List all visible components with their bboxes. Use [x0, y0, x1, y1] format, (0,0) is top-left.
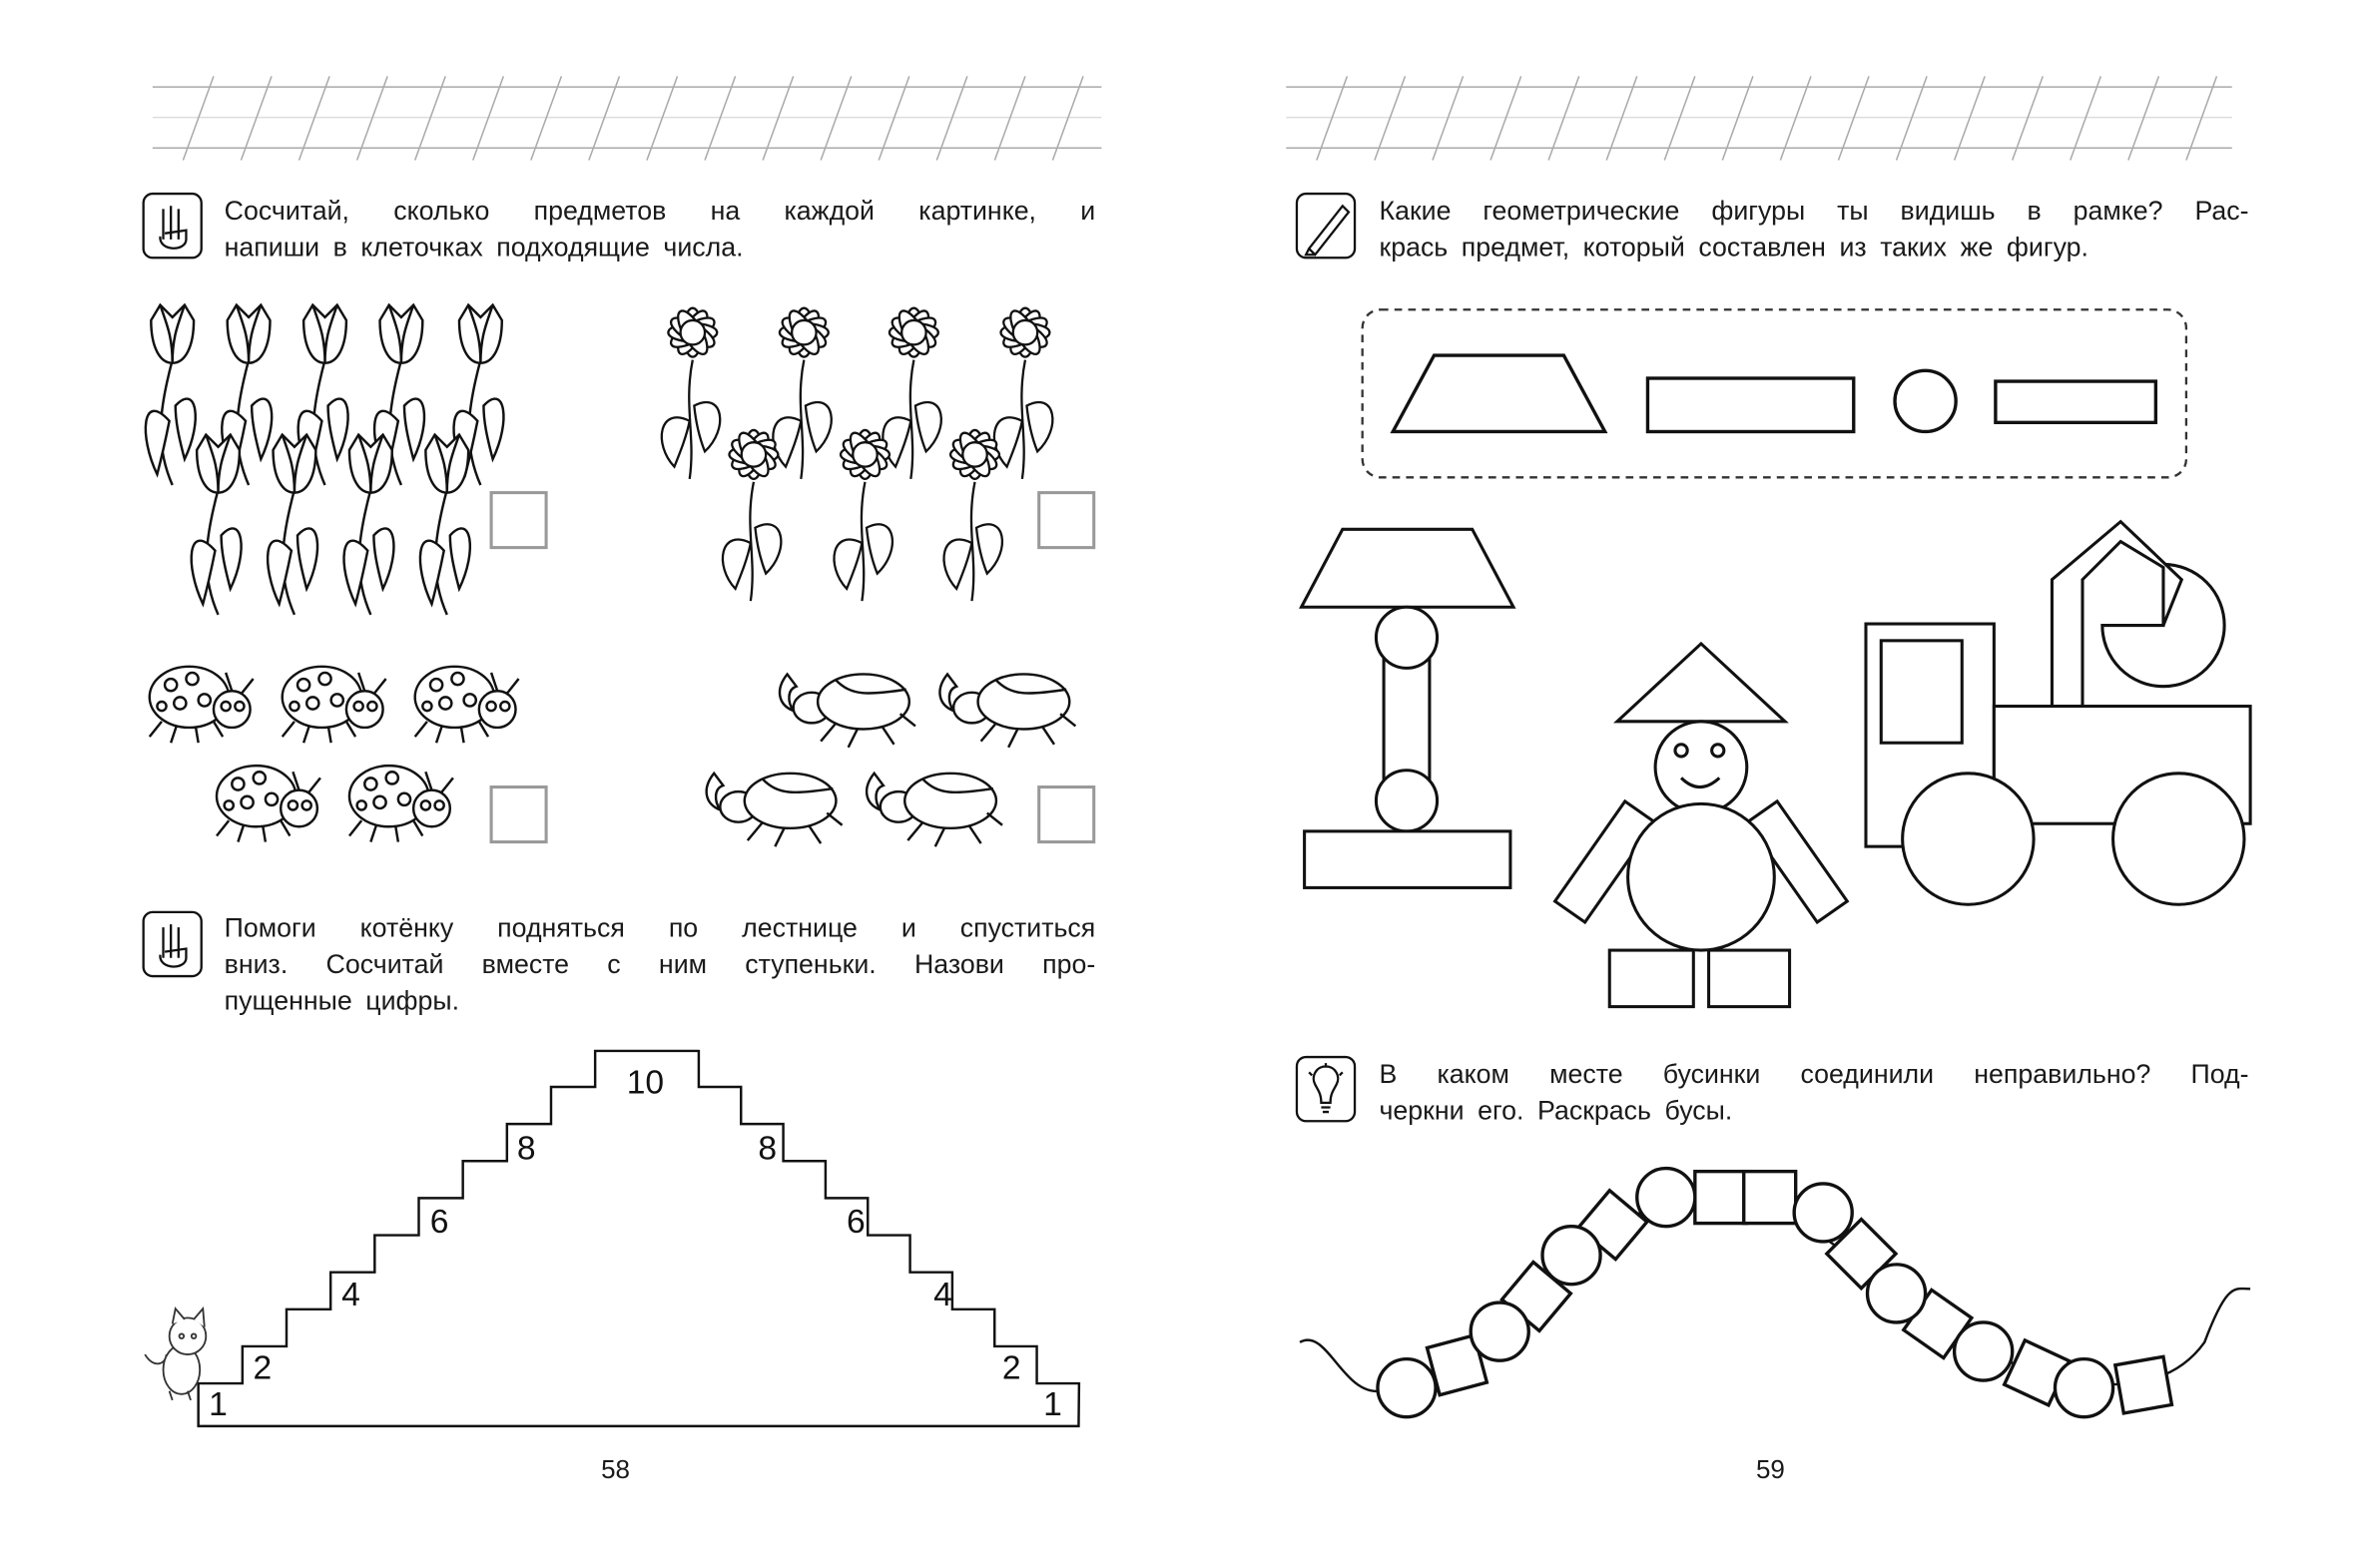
stair-number: 6: [430, 1204, 449, 1241]
daisy-illustration: [660, 305, 722, 481]
task-shapes-instructions: Какие геометрические фигуры ты видишь в …: [1379, 193, 2248, 265]
square-bead: [2112, 1354, 2174, 1415]
instruction-line: вниз. Сосчитай вместе с ним ступеньки. Н…: [224, 948, 1096, 980]
stair-number: 1: [1043, 1386, 1062, 1423]
instruction-line: пущенные цифры.: [224, 985, 460, 1016]
stair-number: 2: [253, 1349, 272, 1386]
beetle-illustration: [705, 772, 844, 848]
task-staircase-instructions: Помоги котёнку подняться по лестнице и с…: [225, 909, 1096, 1019]
bead-necklace[interactable]: [1299, 1166, 2251, 1419]
tulip-group: [144, 303, 505, 617]
ladybug-illustration: [347, 764, 455, 843]
instruction-line: черкни его. Раскрась бусы.: [1379, 1095, 1733, 1126]
stair-number: 6: [847, 1204, 866, 1241]
counting-hand-icon: [142, 910, 203, 978]
lightbulb-icon: [1295, 1055, 1357, 1123]
answer-box-tulips[interactable]: [489, 491, 548, 550]
stair-number: 8: [758, 1130, 777, 1167]
daisy-illustration: [721, 427, 783, 603]
instruction-line: Помоги котёнку подняться по лестнице и с…: [224, 911, 1096, 943]
beetle-illustration: [865, 772, 1004, 848]
square-bead: [1742, 1169, 1798, 1226]
instruction-line: В каком месте бусинки соединили неправил…: [1379, 1058, 2249, 1090]
ladybug-illustration: [413, 665, 520, 745]
stair-number: 2: [1002, 1349, 1021, 1386]
beetle-illustration: [938, 673, 1077, 750]
left-header-ruling: [152, 76, 1102, 161]
snowman-figure[interactable]: [1552, 641, 1850, 1009]
square-bead: [1425, 1332, 1489, 1397]
truck-figure[interactable]: [1864, 519, 2252, 906]
ladybug-group: [148, 665, 520, 843]
stair-number: 10: [627, 1065, 664, 1102]
round-bead: [2053, 1356, 2115, 1419]
stair-number: 1: [209, 1386, 228, 1423]
frame-rectangle-large: [1645, 376, 1856, 434]
answer-box-ladybugs[interactable]: [489, 785, 548, 844]
round-bead: [1469, 1301, 1530, 1362]
ladybug-illustration: [215, 764, 322, 843]
pencil-icon: [1295, 192, 1357, 260]
page-number-left: 58: [601, 1454, 631, 1484]
round-bead: [1952, 1320, 2015, 1382]
instruction-line: Какие геометрические фигуры ты видишь в …: [1379, 195, 2249, 227]
frame-circle: [1893, 368, 1958, 434]
staircase: [197, 1049, 1081, 1428]
daisy-illustration: [833, 427, 894, 603]
page-number-right: 59: [1755, 1454, 1785, 1484]
round-bead: [1635, 1166, 1697, 1229]
answer-box-daisies[interactable]: [1037, 491, 1096, 550]
stair-number: 8: [517, 1130, 536, 1167]
tulip-illustration: [266, 433, 319, 617]
tulip-illustration: [342, 433, 395, 617]
round-bead: [1376, 1356, 1438, 1419]
frame-rectangle-small: [1994, 379, 2158, 424]
instruction-line: крась предмет, который составлен из таки…: [1379, 232, 2088, 262]
lamp-figure[interactable]: [1299, 527, 1516, 889]
stair-number: 4: [933, 1277, 952, 1313]
daisy-illustration: [942, 427, 1004, 603]
ladybug-illustration: [148, 665, 255, 745]
round-bead: [1540, 1224, 1602, 1287]
tulip-illustration: [418, 433, 472, 617]
tulip-illustration: [190, 433, 243, 617]
frame-trapezoid: [1390, 353, 1608, 434]
daisy-illustration: [882, 305, 942, 481]
tulip-illustration: [144, 303, 197, 487]
square-bead: [1693, 1169, 1749, 1226]
counting-hand-icon: [142, 192, 203, 260]
right-header-ruling: [1286, 76, 2232, 161]
round-bead: [1865, 1263, 1928, 1324]
daisy-group: [660, 305, 1054, 603]
beetle-illustration: [778, 673, 917, 750]
stair-number: 4: [341, 1277, 360, 1313]
beetle-group: [705, 673, 1077, 848]
task-count-items-instructions: Сосчитай, сколько предметов на каждой ка…: [225, 193, 1096, 265]
daisy-illustration: [992, 305, 1054, 481]
instruction-line: Сосчитай, сколько предметов на каждой ка…: [224, 195, 1096, 227]
instruction-line: напиши в клеточках подходящие числа.: [224, 232, 744, 262]
daisy-illustration: [772, 305, 833, 481]
shapes-frame: [1361, 308, 2188, 479]
ladybug-illustration: [281, 665, 387, 745]
kitten-illustration: [144, 1305, 208, 1401]
answer-box-beetles[interactable]: [1037, 785, 1096, 844]
round-bead: [1792, 1182, 1854, 1244]
task-beads-instructions: В каком месте бусинки соединили неправил…: [1379, 1056, 2248, 1129]
